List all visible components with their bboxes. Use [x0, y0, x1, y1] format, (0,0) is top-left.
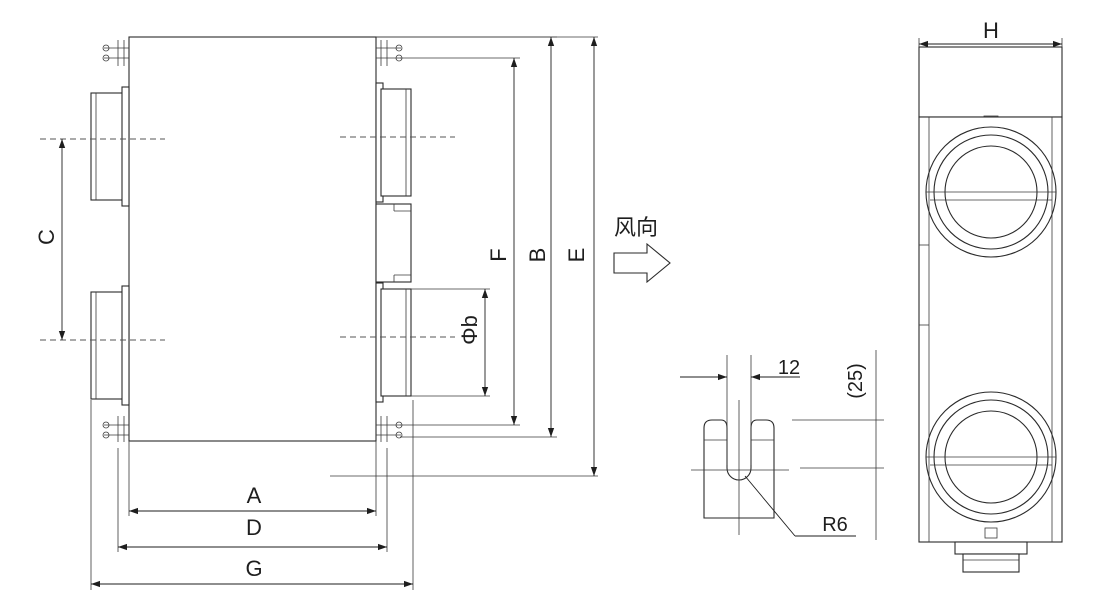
side-view-body — [918, 116, 1063, 543]
dimension-B-label: B — [525, 248, 550, 263]
duct-collar-right-lower — [375, 282, 412, 403]
dimension-H-label: H — [983, 18, 999, 43]
dimension-G-label: G — [245, 556, 262, 581]
dimension-A: A — [129, 483, 376, 515]
dimension-A-label: A — [247, 483, 262, 508]
airflow-label: 风向 — [614, 215, 658, 240]
side-port-upper — [925, 126, 1057, 258]
dimension-phi-b-label: Φb — [457, 315, 482, 345]
hanging-bracket-top-right — [376, 40, 403, 66]
side-view: H — [918, 18, 1063, 573]
hanging-bracket-bottom-left — [102, 416, 129, 442]
dimension-F: F — [486, 58, 518, 425]
dimension-phi-b: Φb — [457, 289, 489, 396]
slot-width-label: 12 — [778, 357, 800, 379]
dimension-B: B — [525, 37, 555, 437]
dimension-C-label: C — [34, 229, 59, 245]
dimension-G: G — [91, 556, 413, 588]
dimension-E-label: E — [564, 248, 589, 263]
hanging-bracket-top-left — [102, 40, 129, 66]
control-box — [375, 203, 412, 283]
dimension-D: D — [118, 515, 387, 551]
dimension-E: E — [564, 37, 598, 476]
slot-width-dimension: 12 — [680, 357, 800, 381]
dimension-D-label: D — [246, 515, 262, 540]
unit-body — [128, 36, 377, 442]
slot-depth-label: (25) — [845, 363, 867, 399]
duct-collar-left-upper — [90, 86, 130, 207]
slot-detail: 12 (25) R6 — [680, 350, 884, 540]
airflow-direction: 风向 — [613, 215, 671, 284]
dimension-F-label: F — [486, 248, 511, 261]
duct-collar-right-upper — [375, 82, 412, 203]
slot-radius-callout: R6 — [744, 475, 856, 537]
side-bottom-connector — [954, 541, 1028, 573]
front-view: A D G C Φb F — [34, 36, 598, 590]
dimension-H: H — [919, 18, 1062, 48]
slot-radius-label: R6 — [822, 514, 848, 536]
hanging-bracket-bottom-right — [376, 416, 403, 442]
duct-collar-left-lower — [90, 285, 130, 406]
airflow-arrow-icon — [613, 242, 671, 284]
side-port-lower — [925, 391, 1057, 523]
dimension-C: C — [34, 139, 66, 340]
